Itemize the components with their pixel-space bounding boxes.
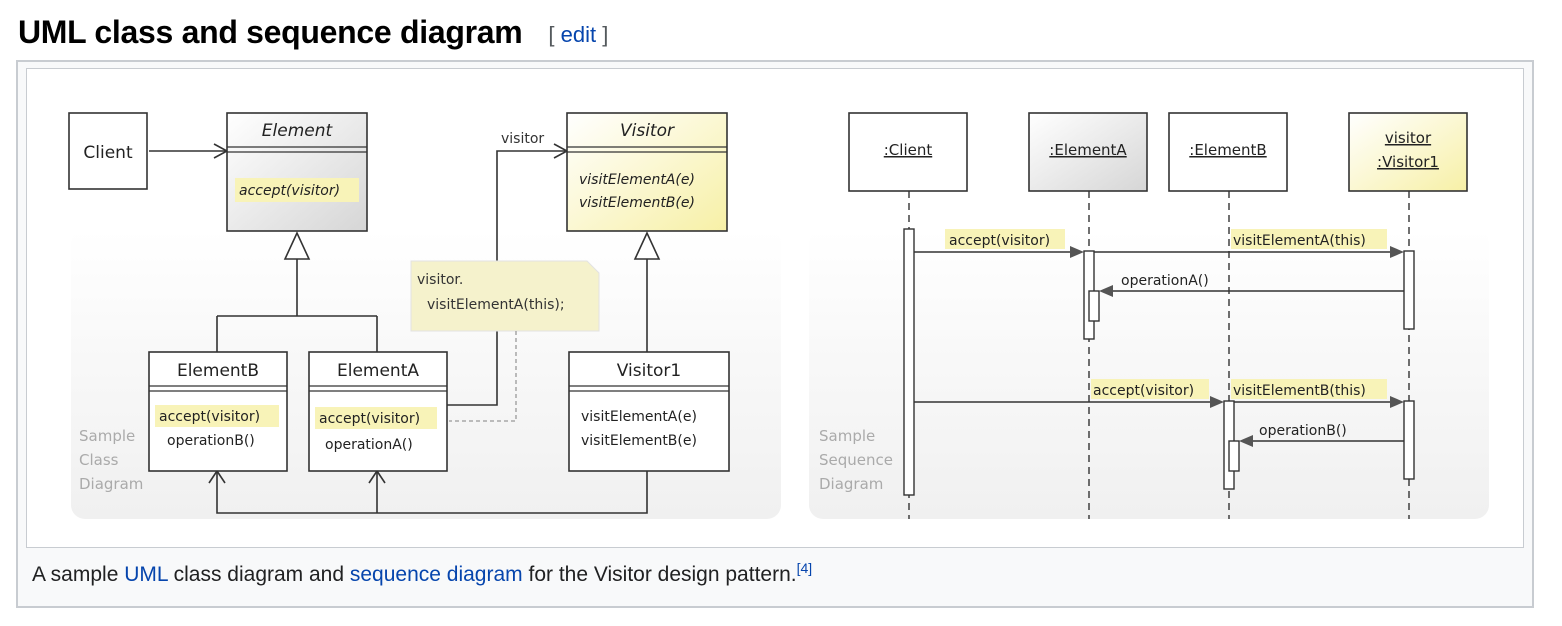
m4-arrowhead xyxy=(1210,396,1224,408)
visitor1-op-2: visitElementB(e) xyxy=(581,433,697,449)
client-lifeline-head xyxy=(848,112,968,192)
elementA-lifeline-label: :ElementA xyxy=(1049,141,1127,159)
uml-link[interactable]: UML xyxy=(124,563,168,586)
caption-text-3: for the Visitor design pattern. xyxy=(522,563,797,586)
elementB-self-activation xyxy=(1228,440,1240,472)
elementB-op-highlight xyxy=(155,405,279,427)
client-class xyxy=(68,112,148,190)
sequence-watermark-3: Diagram xyxy=(819,475,883,493)
m3-arrowhead xyxy=(1099,285,1113,297)
elementB-class-name: ElementB xyxy=(177,361,259,381)
note-line-1: visitor. xyxy=(417,272,463,288)
figure-thumbnail: visitor. visitElementA(this); visitor Cl… xyxy=(16,60,1534,608)
visitor1-lifeline-head xyxy=(1348,112,1468,192)
m4-highlight xyxy=(1091,379,1209,399)
m6-arrowhead xyxy=(1239,435,1253,447)
visitor-class xyxy=(566,112,728,232)
visitor1-class xyxy=(568,351,730,472)
note-connector xyxy=(449,331,517,422)
sequence-diagram-panel xyxy=(809,229,1489,519)
m5-highlight xyxy=(1231,379,1387,399)
visitor-op-2: visitElementB(e) xyxy=(579,195,695,211)
elementA-self-activation xyxy=(1088,290,1100,322)
m2-label: visitElementA(this) xyxy=(1233,233,1366,249)
element-generalization-lines xyxy=(216,259,378,352)
m1-arrowhead xyxy=(1070,246,1084,258)
sequence-watermark-1: Sample xyxy=(819,427,875,445)
client-class-name: Client xyxy=(83,143,133,163)
figure-image[interactable]: visitor. visitElementA(this); visitor Cl… xyxy=(26,68,1524,548)
elementA-op-highlight xyxy=(315,407,437,429)
caption-text-2: class diagram and xyxy=(167,563,350,586)
visitor1-activation-2 xyxy=(1403,400,1415,480)
elementB-op-1: accept(visitor) xyxy=(159,409,260,425)
elementB-lifeline-label: :ElementB xyxy=(1189,141,1266,159)
element-op-highlight xyxy=(235,178,359,202)
sequence-watermark-2: Sequence xyxy=(819,451,893,469)
visitor1-op-1: visitElementA(e) xyxy=(581,409,697,425)
m2-highlight xyxy=(1231,229,1387,249)
uml-diagram-svg: visitor. visitElementA(this); visitor Cl… xyxy=(68,112,1489,519)
visitor1-class-name: Visitor1 xyxy=(617,361,681,381)
reference-link[interactable]: [4] xyxy=(796,560,813,576)
element-op: accept(visitor) xyxy=(239,183,340,199)
class-watermark-3: Diagram xyxy=(79,475,143,493)
client-activation xyxy=(903,228,915,496)
elementA-lifeline-head xyxy=(1028,112,1148,192)
elementA-op-1: accept(visitor) xyxy=(319,411,420,427)
visitor-op-1: visitElementA(e) xyxy=(579,172,695,188)
m5-arrowhead xyxy=(1390,396,1404,408)
edit-bracket-close: ] xyxy=(602,22,609,47)
class-watermark-1: Sample xyxy=(79,427,135,445)
visitor1-activation-1 xyxy=(1403,250,1415,330)
elementA-op-2: operationA() xyxy=(325,437,413,453)
caption-text-1: A sample xyxy=(32,563,125,586)
note-line-2: visitElementA(this); xyxy=(427,297,565,313)
element-class xyxy=(226,112,368,232)
m1-highlight xyxy=(945,229,1065,249)
visitor-generalization-triangle xyxy=(633,231,661,260)
association-label: visitor xyxy=(501,131,544,147)
m6-label: operationB() xyxy=(1259,423,1347,439)
visitor1-lifeline-label-1: visitor xyxy=(1385,129,1432,147)
figure-caption: A sample UML class diagram and sequence … xyxy=(32,560,812,587)
edit-section: [ edit ] xyxy=(548,22,608,48)
element-class-name: Element xyxy=(262,121,334,141)
dependency-lines xyxy=(216,471,648,514)
client-lifeline-label: :Client xyxy=(884,141,933,159)
elementB-lifeline-head xyxy=(1168,112,1288,192)
edit-bracket-open: [ xyxy=(548,22,555,47)
note-box xyxy=(410,260,600,332)
m2-arrowhead xyxy=(1390,246,1404,258)
class-watermark-2: Class xyxy=(79,451,119,469)
visitor1-lifeline-label-2: :Visitor1 xyxy=(1377,153,1439,171)
elementB-op-2: operationB() xyxy=(167,433,255,449)
m3-label: operationA() xyxy=(1121,273,1209,289)
section-title: UML class and sequence diagram xyxy=(18,13,523,50)
edit-link[interactable]: edit xyxy=(560,22,597,47)
m5-label: visitElementB(this) xyxy=(1233,383,1366,399)
sequence-diagram-link[interactable]: sequence diagram xyxy=(349,563,523,586)
m1-label: accept(visitor) xyxy=(949,233,1050,249)
elementA-class-name: ElementA xyxy=(337,361,419,381)
section-heading: UML class and sequence diagram [ edit ] xyxy=(18,10,608,54)
element-generalization-triangle xyxy=(283,231,311,260)
m4-label: accept(visitor) xyxy=(1093,383,1194,399)
visitor-class-name: Visitor xyxy=(620,121,675,141)
